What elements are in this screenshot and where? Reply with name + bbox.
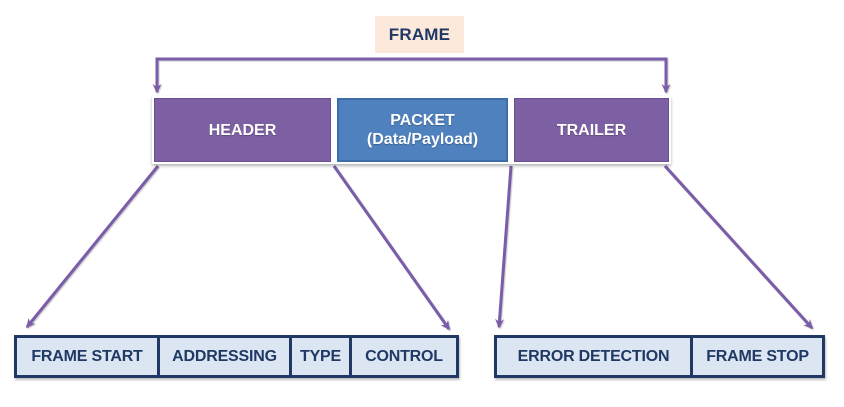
arrow-trailer-to-frame-stop: [663, 164, 814, 330]
arrow-header-to-frame-start: [25, 165, 160, 329]
packet-section-box: PACKET (Data/Payload): [337, 98, 508, 162]
field-error-detection: ERROR DETECTION: [517, 347, 670, 365]
arrow-header-to-control: [332, 165, 451, 331]
frame-sections-row: HEADER PACKET (Data/Payload) TRAILER: [152, 96, 671, 164]
field-frame-start: FRAME START: [31, 347, 143, 365]
field-control: CONTROL: [349, 338, 456, 375]
packet-section-label: PACKET: [390, 112, 455, 129]
field-addressing: ADDRESSING: [157, 338, 289, 375]
trailer-section-label: TRAILER: [556, 121, 627, 139]
header-section-box: HEADER: [154, 98, 331, 162]
arrow-trailer-to-error-detection: [495, 165, 513, 329]
trailer-section-box: TRAILER: [514, 98, 669, 162]
header-fields-table: FRAME START ADDRESSING TYPE CONTROL: [14, 335, 459, 378]
arrow-frame-bracket: [152, 57, 671, 94]
packet-section-sublabel: (Data/Payload): [366, 131, 479, 148]
frame-title-label: FRAME: [388, 24, 451, 44]
field-type: TYPE: [289, 338, 349, 375]
trailer-fields-table: ERROR DETECTION FRAME STOP: [494, 335, 825, 378]
frame-title-box: FRAME: [375, 16, 464, 53]
field-frame-stop: FRAME STOP: [690, 338, 822, 375]
header-section-label: HEADER: [208, 121, 277, 139]
